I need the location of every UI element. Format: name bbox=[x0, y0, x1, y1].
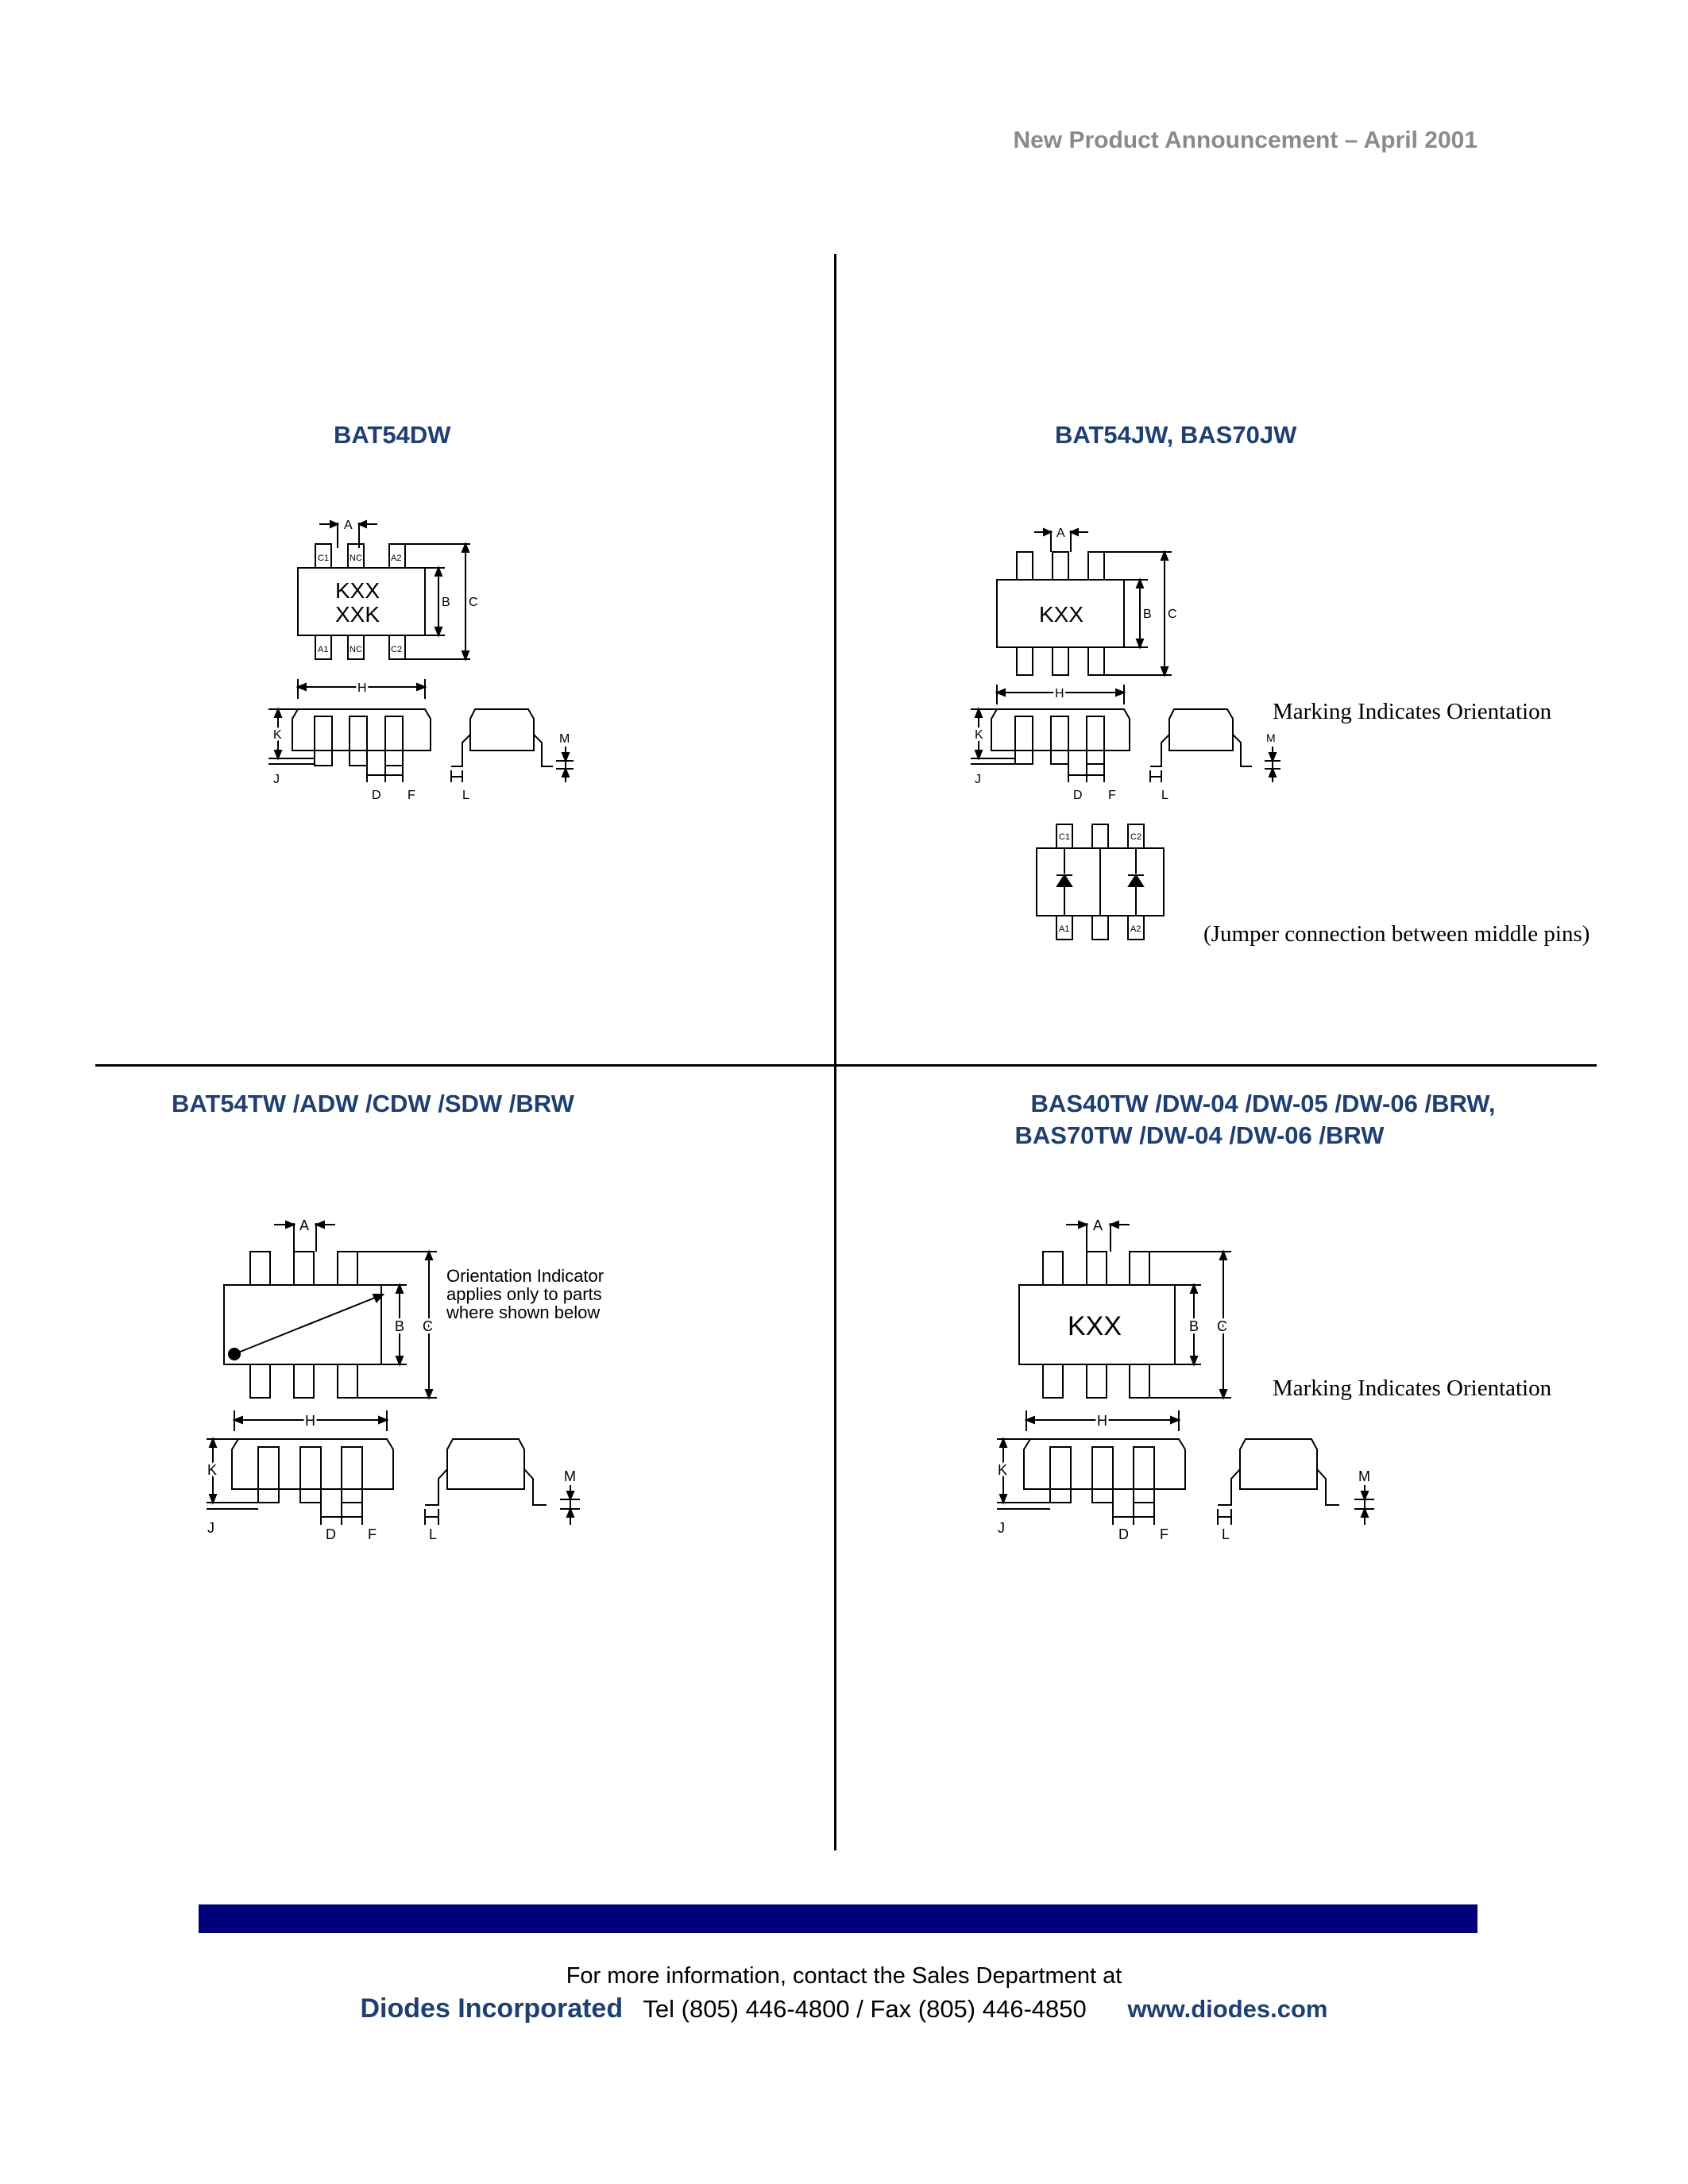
svg-text:B: B bbox=[1189, 1318, 1199, 1334]
svg-text:D: D bbox=[1073, 789, 1083, 802]
note-jumper-connection: (Jumper connection between middle pins) bbox=[1203, 921, 1590, 947]
svg-text:D: D bbox=[1118, 1526, 1129, 1542]
svg-text:K: K bbox=[207, 1462, 217, 1478]
svg-text:M: M bbox=[564, 1468, 576, 1484]
pin-label-a2: A2 bbox=[391, 554, 401, 563]
pin-label-nc-top: NC bbox=[350, 554, 362, 563]
title-bat54jw: BAT54JW, BAS70JW bbox=[1055, 421, 1297, 449]
svg-text:L: L bbox=[1222, 1526, 1230, 1542]
bat54tw-package-drawing: A B C H K J D F L M bbox=[205, 1217, 580, 1542]
pin-label-c1: C1 bbox=[318, 554, 329, 563]
company-name: Diodes Incorporated bbox=[360, 1993, 624, 2024]
announcement-header: New Product Announcement – April 2001 bbox=[1013, 127, 1477, 153]
svg-text:M: M bbox=[1266, 731, 1276, 744]
website-link[interactable]: www.diodes.com bbox=[1127, 1995, 1328, 2023]
title-bas40tw-line1: BAS40TW /DW-04 /DW-05 /DW-06 /BRW, bbox=[1030, 1090, 1496, 1117]
svg-text:J: J bbox=[998, 1520, 1005, 1536]
svg-text:C: C bbox=[423, 1318, 433, 1334]
footer-company-line: Diodes Incorporated Tel (805) 446-4800 /… bbox=[0, 1993, 1688, 2024]
svg-text:K: K bbox=[975, 728, 983, 742]
svg-text:B: B bbox=[395, 1318, 404, 1334]
horizontal-divider bbox=[95, 1064, 1597, 1067]
svg-text:H: H bbox=[357, 681, 367, 695]
note-marking-orientation-jw: Marking Indicates Orientation bbox=[1273, 699, 1552, 724]
title-bas40tw-line2: BAS70TW /DW-04 /DW-06 /BRW bbox=[1014, 1121, 1385, 1149]
svg-text:F: F bbox=[408, 789, 415, 802]
svg-text:C: C bbox=[1217, 1318, 1227, 1334]
marking-xxk: XXK bbox=[335, 602, 380, 627]
svg-text:K: K bbox=[273, 728, 282, 742]
schematic-pin-c2: C2 bbox=[1130, 832, 1141, 842]
orientation-note-line-3: where shown below bbox=[446, 1302, 601, 1322]
svg-text:F: F bbox=[1160, 1526, 1168, 1542]
bat54jw-package-drawing: A KXX B C H K J D F L M bbox=[971, 527, 1280, 802]
pin-label-c2: C2 bbox=[391, 645, 402, 654]
dim-label-a: A bbox=[344, 519, 353, 532]
svg-text:D: D bbox=[372, 789, 381, 802]
schematic-pin-a2: A2 bbox=[1130, 924, 1141, 934]
svg-text:L: L bbox=[1161, 789, 1168, 802]
svg-text:F: F bbox=[1108, 789, 1116, 802]
svg-text:L: L bbox=[429, 1526, 437, 1542]
svg-text:A: A bbox=[299, 1217, 309, 1233]
svg-text:B: B bbox=[1143, 608, 1152, 621]
svg-text:A: A bbox=[1093, 1217, 1103, 1233]
phone-fax: Tel (805) 446-4800 / Fax (805) 446-4850 bbox=[643, 1995, 1087, 2023]
marking-kxx-jw: KXX bbox=[1039, 602, 1083, 627]
svg-text:M: M bbox=[1358, 1468, 1370, 1484]
pin-label-a1: A1 bbox=[318, 645, 328, 654]
svg-text:H: H bbox=[1097, 1413, 1107, 1429]
svg-text:J: J bbox=[273, 773, 280, 786]
note-marking-orientation-tw: Marking Indicates Orientation bbox=[1273, 1376, 1552, 1401]
svg-text:K: K bbox=[998, 1462, 1007, 1478]
svg-text:J: J bbox=[975, 773, 981, 786]
bas40tw-package-drawing: A KXX B C H K J D F L M bbox=[995, 1217, 1374, 1542]
orientation-note-line-1: Orientation Indicator bbox=[446, 1266, 605, 1286]
svg-text:F: F bbox=[368, 1526, 377, 1542]
svg-text:L: L bbox=[462, 789, 469, 802]
footer-color-bar bbox=[199, 1904, 1477, 1933]
svg-text:H: H bbox=[305, 1413, 315, 1429]
orientation-indicator-note: Orientation Indicator applies only to pa… bbox=[446, 1267, 604, 1322]
svg-text:D: D bbox=[326, 1526, 336, 1542]
bat54dw-package-drawing: A C1 NC A2 KXX XXK A1 NC C2 B C H K J D … bbox=[268, 519, 574, 802]
svg-text:A: A bbox=[1056, 527, 1065, 540]
svg-text:M: M bbox=[559, 732, 570, 746]
pin-label-nc-bottom: NC bbox=[350, 645, 362, 654]
svg-text:J: J bbox=[207, 1520, 214, 1536]
svg-text:C: C bbox=[469, 596, 478, 609]
marking-kxx: KXX bbox=[335, 578, 380, 603]
svg-text:C: C bbox=[1168, 608, 1177, 621]
vertical-divider bbox=[834, 254, 836, 1850]
schematic-pin-c1: C1 bbox=[1059, 832, 1070, 842]
schematic-pin-a1: A1 bbox=[1059, 924, 1069, 934]
bat54jw-schematic: C1 C2 A1 A2 bbox=[1036, 824, 1165, 940]
title-bat54tw: BAT54TW /ADW /CDW /SDW /BRW bbox=[172, 1090, 574, 1117]
title-bat54dw: BAT54DW bbox=[334, 421, 451, 449]
svg-text:B: B bbox=[442, 596, 450, 609]
orientation-note-line-2: applies only to parts bbox=[446, 1284, 602, 1304]
footer-contact-line: For more information, contact the Sales … bbox=[566, 1963, 1122, 1989]
svg-text:H: H bbox=[1055, 687, 1064, 700]
marking-kxx-tw: KXX bbox=[1068, 1311, 1122, 1341]
